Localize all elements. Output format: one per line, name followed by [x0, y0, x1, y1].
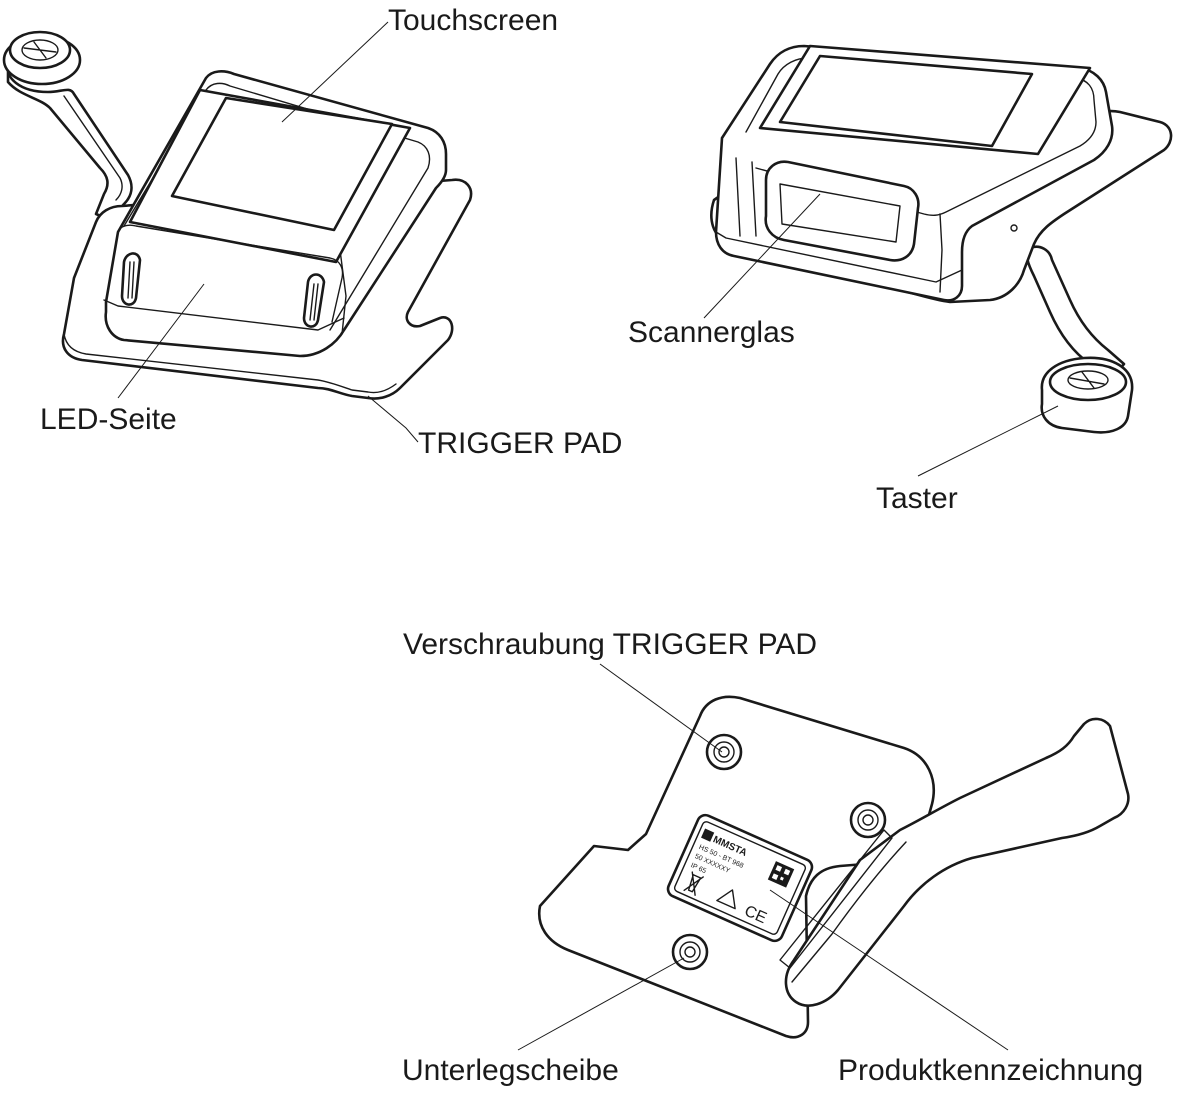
- label-unterlegscheibe: Unterlegscheibe: [402, 1054, 619, 1087]
- underside-arm: [784, 717, 1130, 1007]
- brand-logo-icon: [701, 828, 715, 842]
- housing-screw-dot: [1010, 224, 1018, 232]
- trigger-cable-arm: [6, 60, 133, 222]
- led-strip-left-inner: [127, 261, 135, 299]
- underside-arm-edge: [791, 841, 907, 983]
- label-trigger-pad: TRIGGER PAD: [418, 427, 622, 460]
- scanner-glass-frame: [735, 157, 757, 237]
- leader-trigger-pad: [367, 395, 419, 443]
- scanner-housing-rear-band: [715, 231, 963, 283]
- leader-taster: [917, 405, 1059, 477]
- led-strip-right: [302, 273, 326, 328]
- label-produktkennzeichnung: Produktkennzeichnung: [838, 1054, 1143, 1087]
- cable-button-detail: [23, 41, 57, 59]
- leader-led-seite: [117, 283, 205, 399]
- led-strip-left: [120, 252, 142, 306]
- scanner-front-view: [2, 30, 473, 400]
- trigger-pad-underside: MMSTA HS 50 - BT 968 50 XXXXXY IP 65 CE: [537, 695, 1130, 1039]
- scanner-housing-rear-side: [939, 213, 943, 293]
- scanner-housing-lower-band: [103, 299, 345, 331]
- label-verschraubung: Verschraubung TRIGGER PAD: [403, 628, 817, 661]
- screw-top-right: [849, 801, 887, 839]
- screw-top-left: [705, 733, 743, 771]
- weee-bin-icon: [683, 871, 704, 896]
- cable-button-ring: [21, 39, 59, 61]
- scanner-glass-inner: [779, 183, 901, 243]
- trigger-cable-edge: [63, 95, 123, 201]
- taster-button-top: [1048, 362, 1128, 402]
- scanner-housing-rear-rim: [745, 57, 1097, 217]
- leader-touchscreen: [281, 21, 389, 123]
- touchscreen-rear-glass: [778, 54, 1034, 148]
- taster-button-ring: [1067, 370, 1109, 390]
- label-touchscreen: Touchscreen: [388, 4, 558, 37]
- led-strip-right-inner: [309, 283, 319, 321]
- product-label: MMSTA HS 50 - BT 968 50 XXXXXY IP 65 CE: [666, 813, 814, 943]
- laser-warning-icon: [716, 889, 736, 910]
- scanner-rear-view: [710, 44, 1173, 434]
- label-scannerglas: Scannerglas: [628, 316, 795, 349]
- leader-lines: [117, 21, 1059, 1051]
- scanner-housing-side: [339, 249, 347, 335]
- taster-button-detail: [1069, 371, 1105, 389]
- leader-scannerglas: [703, 193, 821, 319]
- label-led-seite: LED-Seite: [40, 403, 177, 436]
- trigger-pad-plate-edge: [63, 333, 397, 394]
- leader-unterlegscheibe: [517, 957, 685, 1051]
- leader-verschraubung: [599, 663, 723, 753]
- underside-arm-slot: [779, 829, 893, 969]
- led-side-face: [117, 224, 344, 323]
- callout-labels: Touchscreen LED-Seite TRIGGER PAD Scanne…: [40, 4, 1143, 1087]
- leader-produktkennzeichnung: [769, 889, 1009, 1051]
- touchscreen-glass: [170, 96, 394, 232]
- screw-bottom-washer: [671, 933, 709, 971]
- label-taster: Taster: [876, 482, 958, 515]
- scanner-glass-window: [764, 160, 920, 262]
- qr-code-icon: [767, 861, 795, 888]
